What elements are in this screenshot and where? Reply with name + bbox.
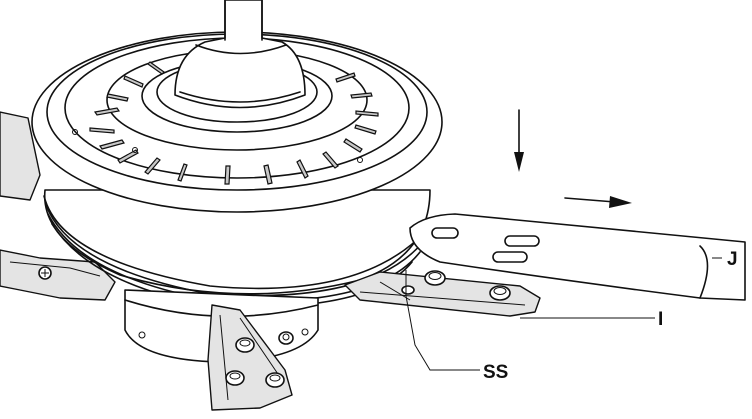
front-bracket-screw-2 (225, 370, 245, 386)
iron-screw-1 (424, 270, 446, 286)
blade-iron-I (344, 270, 541, 317)
blade-slot-3 (492, 251, 528, 263)
vent-slots (89, 61, 379, 185)
iron-screw-3 (401, 285, 415, 295)
arrow-right (564, 196, 632, 208)
blade-slot-1 (431, 227, 459, 239)
iron-screw-2 (489, 285, 511, 301)
leader-SS (405, 270, 480, 371)
left-blade-bracket (0, 111, 116, 301)
blade-J (409, 213, 746, 301)
front-bracket-screw-3 (265, 372, 285, 388)
front-bracket-screw-4 (278, 331, 294, 345)
left-bracket-screw (38, 266, 52, 280)
downrod (174, 0, 306, 109)
label-SS: SS (483, 362, 508, 383)
label-I: I (658, 309, 663, 330)
label-J: J (727, 249, 738, 270)
front-bracket-screw-1 (235, 337, 255, 353)
front-blade-bracket (207, 304, 294, 411)
blade-slot-2 (504, 235, 540, 247)
arrow-down (514, 109, 524, 172)
